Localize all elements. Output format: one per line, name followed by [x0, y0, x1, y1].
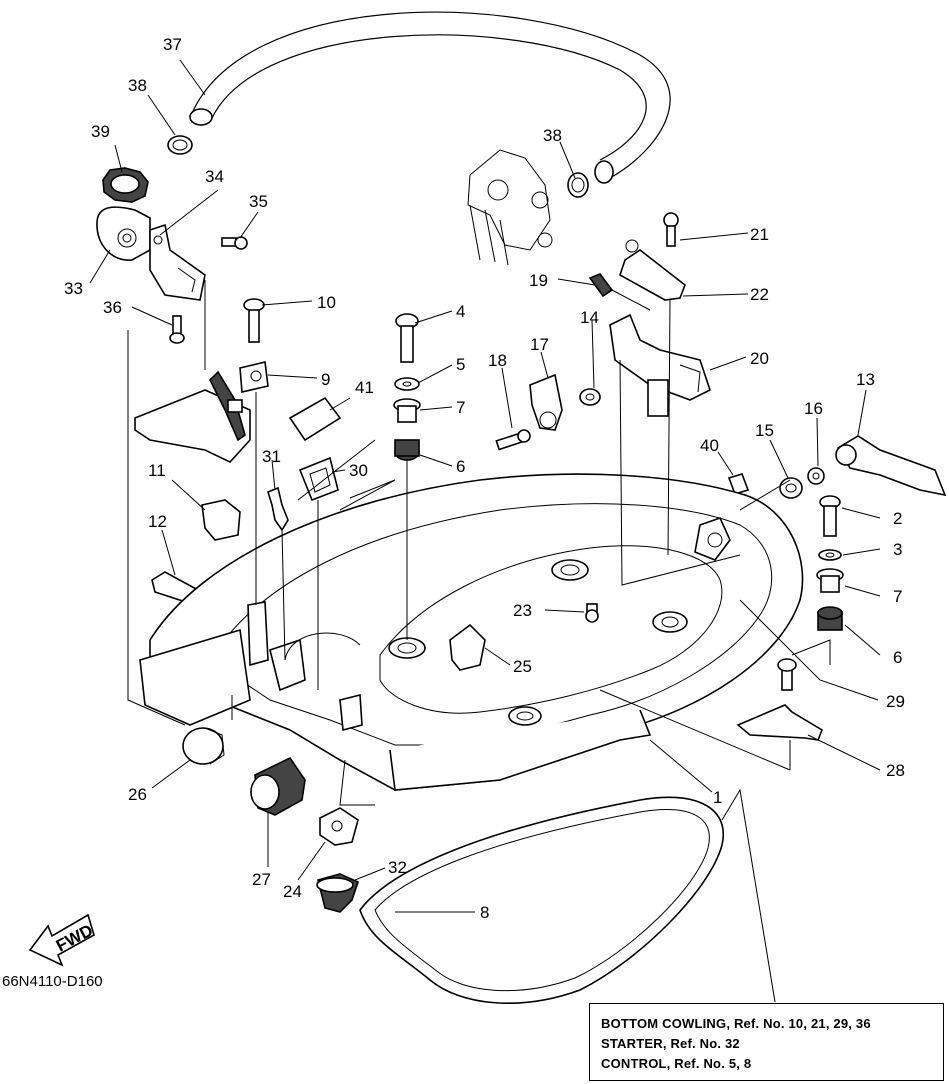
bolt-2	[819, 495, 841, 537]
callout-35: 35	[249, 192, 268, 211]
callout-31: 31	[262, 447, 281, 466]
clamp-38-right	[567, 172, 589, 198]
seal-8	[359, 796, 725, 1004]
callout-29: 29	[886, 692, 905, 711]
bolt-18	[495, 429, 531, 451]
bracket-9	[239, 361, 269, 393]
washer-5	[394, 377, 420, 391]
callout-34: 34	[205, 167, 224, 186]
callout-6-right: 6	[893, 648, 902, 667]
bushing-15	[779, 477, 803, 499]
callout-9: 9	[321, 370, 330, 389]
collar-7-right	[816, 568, 844, 593]
grommet-6-right	[817, 606, 843, 631]
reference-legend: BOTTOM COWLING, Ref. No. 10, 21, 29, 36 …	[589, 1003, 944, 1081]
callout-30: 30	[349, 461, 368, 480]
screw-35	[221, 236, 248, 250]
clip-30	[298, 456, 339, 502]
callout-8: 8	[480, 903, 489, 922]
washer-3	[818, 549, 842, 561]
legend-line-starter: STARTER, Ref. No. 32	[601, 1036, 740, 1051]
callout-20: 20	[750, 349, 769, 368]
grommet-27	[250, 756, 306, 816]
spring-19	[588, 273, 651, 311]
hose-37	[189, 11, 671, 184]
callout-17: 17	[530, 335, 549, 354]
grommet-6-left	[394, 439, 420, 461]
callout-14: 14	[580, 308, 599, 327]
grommet-32	[316, 873, 359, 913]
callout-7-left: 7	[456, 398, 465, 417]
callout-27: 27	[252, 870, 271, 889]
callout-10: 10	[317, 293, 336, 312]
callout-26: 26	[128, 785, 147, 804]
clamp-38-left	[167, 135, 193, 155]
callout-21: 21	[750, 225, 769, 244]
bracket-34	[149, 223, 206, 301]
collar-7-left	[393, 398, 421, 423]
screw-21	[663, 212, 679, 247]
callout-15: 15	[755, 421, 774, 440]
clip-20	[609, 313, 711, 417]
callout-18: 18	[488, 351, 507, 370]
callout-3: 3	[893, 540, 902, 559]
callout-25: 25	[513, 657, 532, 676]
callout-36: 36	[103, 298, 122, 317]
callout-12: 12	[148, 512, 167, 531]
clip-31	[267, 486, 289, 532]
callout-32: 32	[388, 858, 407, 877]
screw-36	[169, 315, 185, 344]
bushing-14	[579, 388, 601, 406]
callout-33: 33	[64, 279, 83, 298]
callout-4: 4	[456, 302, 465, 321]
legend-line-bottom-cowling: BOTTOM COWLING, Ref. No. 10, 21, 29, 36	[601, 1016, 871, 1031]
callout-37: 37	[163, 35, 182, 54]
screw-23	[585, 603, 599, 623]
callout-38: 38	[128, 76, 147, 95]
bolt-10	[243, 298, 265, 343]
lever-13	[835, 435, 947, 497]
callout-19: 19	[529, 271, 548, 290]
plate-24	[319, 807, 359, 846]
cap-11	[201, 499, 241, 541]
plug-26	[182, 727, 225, 765]
callout-13: 13	[856, 370, 875, 389]
leader-lines	[89, 59, 881, 1003]
callout-6-left: 6	[456, 457, 465, 476]
callout-40: 40	[700, 436, 719, 455]
bracket-22	[619, 239, 686, 301]
pad-40	[727, 473, 750, 495]
callout-23: 23	[513, 601, 532, 620]
cap-25	[449, 623, 486, 671]
callout-2: 2	[893, 509, 902, 528]
callout-1: 1	[713, 788, 722, 807]
callout-28: 28	[886, 761, 905, 780]
label-41	[288, 396, 342, 442]
callout-5: 5	[456, 355, 465, 374]
callout-24: 24	[283, 882, 302, 901]
callout-41: 41	[355, 378, 374, 397]
callout-39: 39	[91, 122, 110, 141]
callout-22: 22	[750, 285, 769, 304]
grommet-39	[102, 167, 149, 203]
engine-bracket-outline	[467, 149, 553, 266]
bracket-28	[736, 658, 823, 741]
legend-line-control: CONTROL, Ref. No. 5, 8	[601, 1056, 752, 1071]
callout-11: 11	[148, 461, 166, 480]
left-module	[134, 370, 251, 463]
bracket-17	[529, 373, 563, 431]
bolt-4	[395, 313, 419, 363]
callout-38-right: 38	[543, 126, 562, 145]
diagram-code: 66N4110-D160	[2, 973, 103, 990]
washer-16	[807, 467, 825, 485]
callouts: 37 38 39 34 35 33 36 10 4 5 7 6 9 41 31 …	[64, 35, 905, 922]
fwd-arrow	[28, 913, 95, 967]
plug-33	[96, 206, 151, 261]
callout-16: 16	[804, 399, 823, 418]
callout-7-right: 7	[893, 587, 902, 606]
